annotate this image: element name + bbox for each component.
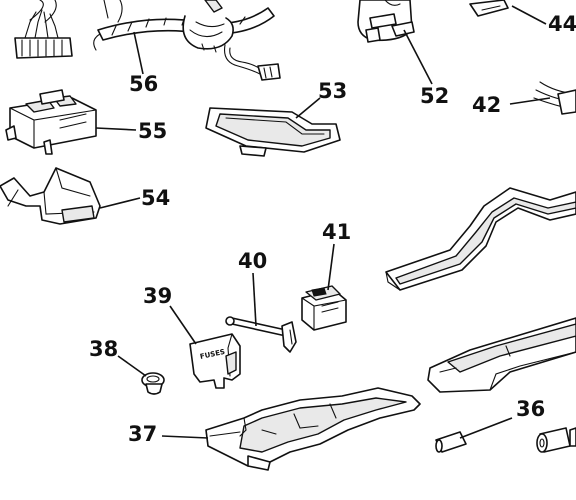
leader-56 bbox=[133, 31, 144, 75]
leader-52 bbox=[403, 29, 433, 85]
leader-41 bbox=[327, 243, 335, 291]
part-42-pigtail bbox=[533, 81, 576, 115]
leader-44 bbox=[511, 5, 547, 25]
leader-36 bbox=[459, 417, 513, 439]
part-55-relay-module bbox=[5, 89, 97, 155]
part-53-tray bbox=[205, 107, 341, 157]
part-duct-upper bbox=[385, 187, 576, 291]
callout-53: 53 bbox=[318, 79, 347, 103]
callout-44: 44 bbox=[548, 12, 576, 36]
part-44-clip bbox=[469, 0, 509, 17]
part-duct-lower bbox=[427, 317, 576, 393]
part-36-fuse bbox=[435, 427, 576, 453]
leader-55 bbox=[95, 127, 137, 131]
leader-37 bbox=[161, 435, 209, 439]
part-41-relay bbox=[301, 285, 347, 331]
leader-53 bbox=[295, 97, 321, 119]
part-52-relay-bracket bbox=[357, 0, 415, 43]
callout-41: 41 bbox=[322, 220, 351, 244]
leader-39 bbox=[169, 305, 197, 345]
part-54-bracket bbox=[0, 167, 101, 225]
leader-40 bbox=[252, 272, 257, 327]
callout-37: 37 bbox=[128, 422, 157, 446]
callout-42: 42 bbox=[472, 93, 501, 117]
part-37-duct bbox=[205, 387, 421, 471]
leader-42 bbox=[509, 97, 551, 105]
leader-38 bbox=[117, 355, 147, 377]
part-56-wiring-harness bbox=[14, 0, 281, 81]
callout-36: 36 bbox=[516, 397, 545, 421]
callout-38: 38 bbox=[89, 337, 118, 361]
callout-39: 39 bbox=[143, 284, 172, 308]
part-40-puller bbox=[225, 316, 297, 353]
part-39-fuse-cover: FUSES bbox=[189, 333, 241, 389]
callout-56: 56 bbox=[129, 72, 158, 96]
leader-54 bbox=[99, 197, 141, 209]
callout-54: 54 bbox=[141, 186, 170, 210]
callout-40: 40 bbox=[238, 249, 267, 273]
callout-52: 52 bbox=[420, 84, 449, 108]
part-38-grommet bbox=[141, 372, 165, 395]
callout-55: 55 bbox=[138, 119, 167, 143]
